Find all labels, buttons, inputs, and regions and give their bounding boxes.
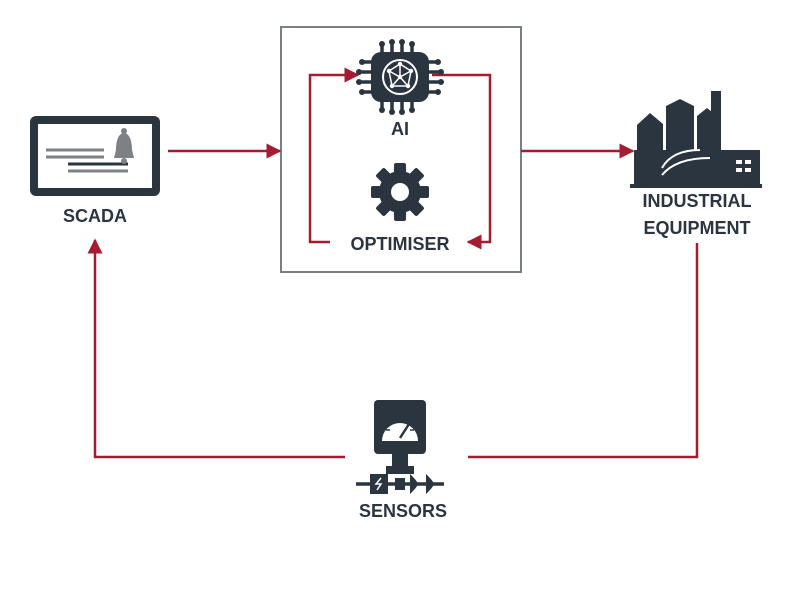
scada-label: SCADA (63, 206, 127, 226)
industrial-label-line2: EQUIPMENT (643, 218, 750, 238)
ai-chip-icon (356, 39, 444, 115)
gear-icon (371, 163, 429, 221)
factory-icon (630, 91, 762, 188)
arrow-sensors-to-scada (87, 238, 345, 459)
optimiser-label: OPTIMISER (350, 234, 449, 254)
ai-label: AI (391, 119, 409, 139)
industrial-label-line1: INDUSTRIAL (643, 191, 752, 211)
connectors (87, 67, 699, 459)
arrow-ai-to-optimiser (432, 73, 492, 250)
bell-icon (114, 128, 134, 164)
sensors-label: SENSORS (359, 501, 447, 521)
arrow-optimiser-to-ai (308, 67, 360, 244)
monitor-bell-icon (30, 116, 160, 196)
arrow-industrial-to-sensors (468, 243, 699, 459)
pressure-gauge-icon (356, 400, 444, 494)
